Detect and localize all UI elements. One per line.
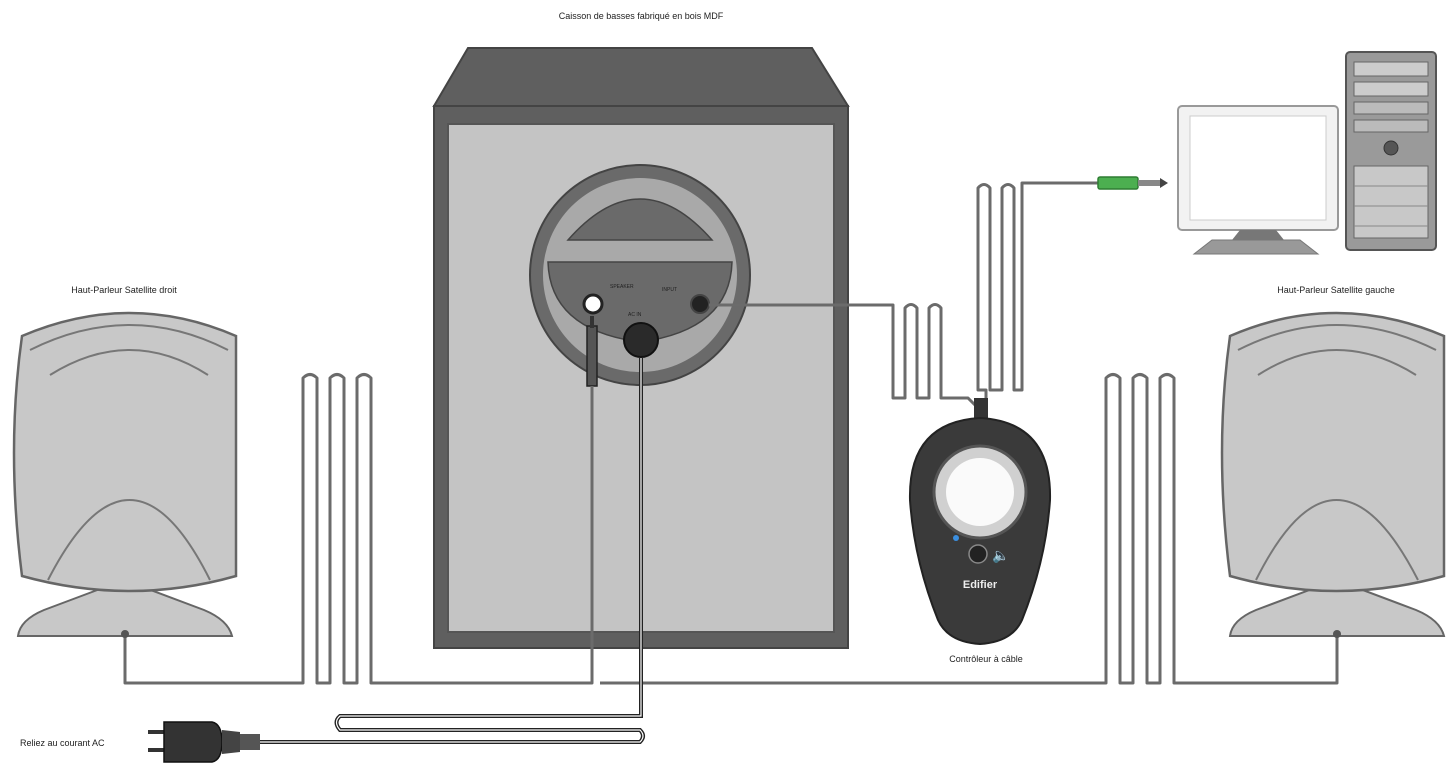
left-satellite-label: Haut-Parleur Satellite gauche bbox=[1277, 285, 1395, 295]
power-cord bbox=[260, 358, 645, 744]
audio-jack-plug bbox=[1097, 176, 1139, 190]
left-satellite-speaker bbox=[1220, 311, 1446, 638]
cables bbox=[123, 181, 1339, 685]
brand-logo: Edifier bbox=[963, 579, 998, 591]
ac-power-plug bbox=[148, 721, 260, 763]
mute-icon: 🔈 bbox=[992, 548, 1009, 564]
headphone-jack bbox=[968, 544, 988, 564]
speaker-out-label: SPEAKER bbox=[610, 284, 634, 290]
status-led bbox=[953, 535, 959, 541]
subwoofer-label: Caisson de basses fabriqué en bois MDF bbox=[559, 11, 724, 21]
controller-label: Contrôleur à câble bbox=[949, 654, 1023, 664]
wired-controller: 🔈 Edifier bbox=[908, 398, 1052, 646]
ac-in-label: AC IN bbox=[628, 312, 642, 318]
speaker-out-jack bbox=[582, 293, 604, 315]
ac-in-socket bbox=[623, 322, 659, 358]
right-satellite-speaker bbox=[12, 311, 238, 638]
input-label: INPUT bbox=[662, 287, 677, 293]
input-jack bbox=[690, 294, 710, 314]
right-satellite-label: Haut-Parleur Satellite droit bbox=[71, 285, 177, 295]
ac-plug-label: Reliez au courant AC bbox=[20, 738, 105, 748]
computer bbox=[1097, 51, 1437, 255]
